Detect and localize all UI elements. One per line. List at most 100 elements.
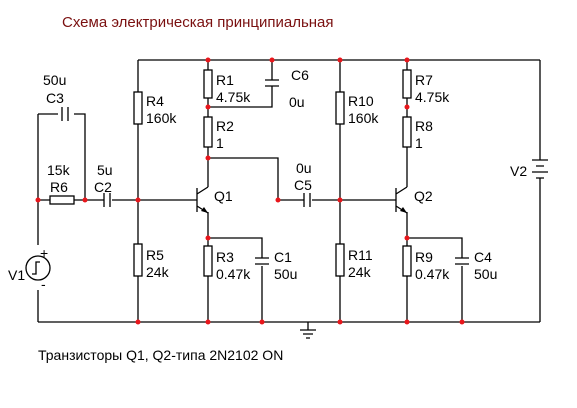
junction-dot <box>135 197 141 203</box>
resistor-r5 <box>133 243 143 277</box>
junction-dot <box>205 104 211 110</box>
junction-dot <box>404 57 410 63</box>
junction-dot <box>337 57 343 63</box>
r10-name: R10 <box>348 93 374 109</box>
r6-name: R6 <box>50 179 68 195</box>
r2-value: 1 <box>216 135 224 151</box>
junction-dot <box>404 235 410 241</box>
q2-name: Q2 <box>414 188 433 204</box>
c3-value: 50u <box>43 72 66 88</box>
resistor-r11 <box>335 243 345 277</box>
junction-dots <box>35 57 465 325</box>
source-v1: + - <box>25 245 51 292</box>
r6-value: 15k <box>47 162 71 178</box>
transistor-q2 <box>392 186 408 214</box>
resistor-r9 <box>402 245 412 277</box>
r3-name: R3 <box>216 249 234 265</box>
r1-name: R1 <box>216 72 234 88</box>
junction-dot <box>404 319 410 325</box>
q1-name: Q1 <box>214 188 233 204</box>
c1-branch-wire <box>208 237 263 322</box>
r3-value: 0.47k <box>216 266 251 282</box>
c4-name: C4 <box>474 249 492 265</box>
r11-name: R11 <box>348 247 373 263</box>
junction-dot <box>269 57 275 63</box>
junction-dot <box>205 319 211 325</box>
resistor-r10 <box>335 91 345 125</box>
v1-name: V1 <box>8 267 25 283</box>
capacitor-c4 <box>455 257 469 265</box>
battery-v2-symbol <box>532 159 548 179</box>
r11-value: 24k <box>348 264 372 280</box>
resistor-r8 <box>402 116 412 148</box>
c1-name: C1 <box>274 249 292 265</box>
resistor-r6 <box>49 195 75 205</box>
transistor-q2-symbol <box>392 186 408 214</box>
c1-value: 50u <box>274 266 297 282</box>
r8-name: R8 <box>415 118 433 134</box>
c4-value: 50u <box>474 266 497 282</box>
capacitor-c5 <box>303 193 311 207</box>
source-v2 <box>532 159 548 179</box>
diagram-title: Схема электрическая принципиальная <box>62 14 334 31</box>
r9-value: 0.47k <box>415 266 450 282</box>
resistor-r1 <box>203 69 213 99</box>
junction-dot <box>205 57 211 63</box>
junction-dot <box>259 319 265 325</box>
c5-value: 0u <box>296 160 312 176</box>
c3-loop-wire <box>37 113 86 200</box>
junction-dot <box>205 155 211 161</box>
capacitor-c3 <box>61 107 69 121</box>
junction-dot <box>275 197 281 203</box>
r5-value: 24k <box>146 264 170 280</box>
pulse-wave-icon <box>32 261 40 275</box>
junction-dot <box>459 319 465 325</box>
q2-emitter-arrow <box>400 207 407 213</box>
r5-name: R5 <box>146 247 164 263</box>
transistor-q1 <box>192 186 209 214</box>
c5-name: C5 <box>294 177 312 193</box>
c6-branch-wire <box>208 60 273 108</box>
r8-value: 1 <box>415 135 423 151</box>
interstage-wire <box>208 157 340 201</box>
resistors <box>49 69 412 277</box>
capacitors <box>61 79 469 265</box>
c6-value: 0u <box>289 94 305 110</box>
v1-minus-sign: - <box>41 276 46 292</box>
junction-dot <box>35 197 41 203</box>
c3-name: C3 <box>46 90 64 106</box>
transistor-type-note: Транзисторы Q1, Q2-типа 2N2102 ON <box>38 347 283 363</box>
q1-emitter-arrow <box>201 207 208 213</box>
capacitor-c6 <box>265 79 279 87</box>
transistor-q1-symbol <box>192 186 209 214</box>
c4-branch-wire <box>407 237 463 322</box>
resistor-r3 <box>203 245 213 277</box>
r2-name: R2 <box>216 118 234 134</box>
junction-dot <box>404 104 410 110</box>
component-labels: 50u C3 15k R6 5u C2 V1 R4 160k R5 24k R1… <box>8 67 527 283</box>
junction-dot <box>82 197 88 203</box>
junction-dot <box>337 197 343 203</box>
r4-value: 160k <box>146 110 177 126</box>
resistor-r4 <box>133 91 143 125</box>
ground-symbol <box>300 322 316 339</box>
junction-dot <box>205 235 211 241</box>
resistor-r2 <box>203 116 213 148</box>
resistor-r7 <box>402 69 412 99</box>
capacitor-c1 <box>255 257 269 265</box>
junction-dot <box>337 319 343 325</box>
v1-plus-sign: + <box>40 245 48 261</box>
r9-name: R9 <box>415 249 433 265</box>
r4-name: R4 <box>146 93 164 109</box>
wires <box>37 59 541 339</box>
c2-name: C2 <box>94 179 112 195</box>
v2-name: V2 <box>510 163 527 179</box>
capacitor-c2 <box>103 193 111 207</box>
c2-value: 5u <box>97 162 113 178</box>
r7-value: 4.75k <box>415 89 450 105</box>
junction-dot <box>135 319 141 325</box>
r1-value: 4.75k <box>216 89 251 105</box>
r7-name: R7 <box>415 72 433 88</box>
